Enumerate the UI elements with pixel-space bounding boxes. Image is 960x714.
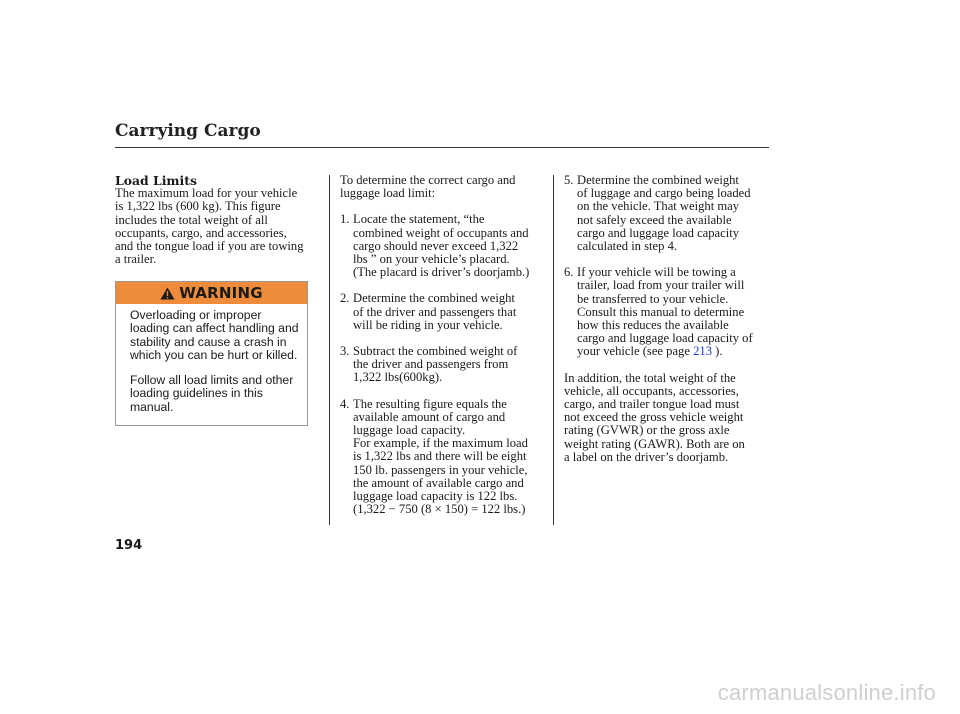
list-item-text: Locate the statement, “the combined weig… bbox=[353, 212, 530, 280]
title-rule bbox=[115, 147, 769, 148]
list-item-number: 2. bbox=[340, 291, 350, 306]
list-item-number: 6. bbox=[564, 265, 574, 280]
warning-box: WARNING Overloading or improper loading … bbox=[115, 281, 308, 426]
column-2: To determine the correct cargo and lugga… bbox=[340, 173, 550, 517]
list-item: 4. The resulting figure equals the avail… bbox=[340, 396, 550, 517]
page-link[interactable]: 213 bbox=[693, 344, 712, 359]
list-item: 2. Determine the combined weight of the … bbox=[340, 292, 550, 332]
page-number: 194 bbox=[115, 538, 143, 553]
column-divider-right bbox=[553, 175, 554, 525]
warning-text-2: Follow all load limits and other loading… bbox=[130, 373, 294, 414]
warning-body: Overloading or improper loading can affe… bbox=[116, 304, 307, 414]
list-item-text: The resulting figure equals the availabl… bbox=[353, 396, 528, 517]
intro-text: To determine the correct cargo and lugga… bbox=[340, 173, 516, 201]
load-limits-paragraph: The maximum load for your vehicle is 1,3… bbox=[115, 186, 304, 267]
list-item-number: 3. bbox=[340, 344, 350, 359]
list-item-number: 4. bbox=[340, 396, 350, 411]
section-heading: Load Limits bbox=[115, 173, 197, 188]
list-item: 6. If your vehicle will be towing a trai… bbox=[564, 266, 774, 358]
page-title: Carrying Cargo bbox=[115, 121, 261, 141]
watermark: carmanualsonline.info bbox=[717, 680, 936, 705]
warning-label: WARNING bbox=[179, 284, 263, 302]
list-item-text: Determine the combined weight of the dri… bbox=[353, 291, 517, 332]
list-item-text-before: If your vehicle will be towing a trailer… bbox=[577, 265, 753, 359]
list-item-text: If your vehicle will be towing a trailer… bbox=[577, 266, 774, 358]
warning-text-1: Overloading or improper loading can affe… bbox=[130, 308, 299, 362]
list-item: 1. Locate the statement, “the combined w… bbox=[340, 213, 550, 279]
column-divider-left bbox=[329, 175, 330, 525]
list-item-number: 1. bbox=[340, 212, 350, 227]
list-item-text-after: ). bbox=[711, 344, 723, 359]
warning-header: WARNING bbox=[116, 282, 307, 304]
gvwr-paragraph: In addition, the total weight of the veh… bbox=[564, 370, 745, 464]
list-item: 3. Subtract the combined weight of the d… bbox=[340, 344, 550, 385]
warning-triangle-icon bbox=[160, 287, 175, 299]
list-item: 5. Determine the combined weight of lugg… bbox=[564, 173, 774, 254]
column-1: Load Limits The maximum load for your ve… bbox=[115, 174, 325, 266]
list-item-number: 5. bbox=[564, 173, 574, 187]
list-item-text: Determine the combined weight of luggage… bbox=[577, 173, 751, 254]
column-3: 5. Determine the combined weight of lugg… bbox=[564, 173, 774, 464]
list-item-text: Subtract the combined weight of the driv… bbox=[353, 344, 518, 385]
